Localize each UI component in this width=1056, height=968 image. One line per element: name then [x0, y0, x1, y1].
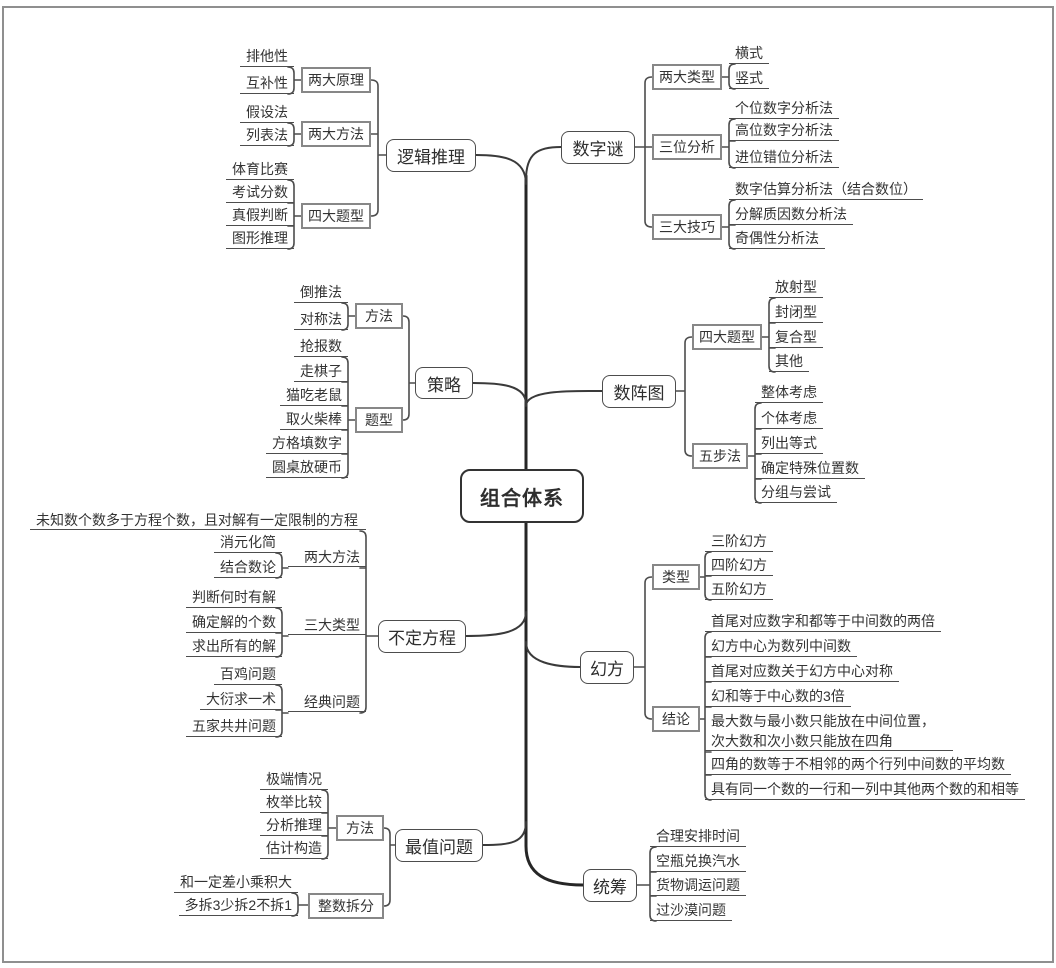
leaf-item[interactable]: 幻方中心为数列中间数: [705, 636, 857, 657]
leaf-item[interactable]: 封闭型: [769, 302, 823, 323]
main-topic-indeterminate-equations[interactable]: 不定方程: [378, 620, 466, 653]
leaf-item[interactable]: 最大数与最小数只能放在中间位置，次大数和次小数只能放在四角: [705, 711, 953, 751]
subtopic-underline[interactable]: 经典问题: [288, 692, 366, 712]
leaf-item[interactable]: 多拆3少拆2不拆1: [178, 895, 298, 916]
leaf-item[interactable]: 走棋子: [294, 361, 348, 382]
leaf-item[interactable]: 个位数字分析法: [729, 98, 839, 119]
leaf-item[interactable]: 判断何时有解: [186, 587, 282, 608]
subtopic-underline[interactable]: 两大方法: [288, 547, 366, 567]
leaf-item[interactable]: 五阶幻方: [705, 579, 773, 600]
leaf-item[interactable]: 四阶幻方: [705, 555, 773, 576]
leaf-item[interactable]: 列表法: [240, 125, 294, 146]
leaf-item[interactable]: 五家共井问题: [186, 716, 282, 737]
leaf-item[interactable]: 假设法: [240, 102, 294, 123]
leaf-item[interactable]: 考试分数: [226, 182, 294, 203]
leaf-item[interactable]: 分解质因数分析法: [729, 204, 853, 225]
central-topic[interactable]: 组合体系: [460, 469, 584, 523]
subtopic-box[interactable]: 整数拆分: [308, 893, 384, 919]
subtopic-underline[interactable]: 三大类型: [288, 615, 366, 635]
leaf-item[interactable]: 消元化简: [214, 532, 282, 553]
leaf-item[interactable]: 真假判断: [226, 205, 294, 226]
leaf-item[interactable]: 大衍求一术: [200, 689, 282, 710]
leaf-item[interactable]: 猫吃老鼠: [280, 385, 348, 406]
leaf-item[interactable]: 高位数字分析法: [729, 120, 839, 141]
leaf-item[interactable]: 圆桌放硬币: [266, 457, 348, 478]
leaf-item[interactable]: 百鸡问题: [214, 664, 282, 685]
leaf-item[interactable]: 横式: [729, 43, 769, 64]
leaf-item[interactable]: 整体考虑: [755, 382, 823, 403]
leaf-item[interactable]: 具有同一个数的一行和一列中其他两个数的和相等: [705, 779, 1025, 800]
leaf-item[interactable]: 空瓶兑换汽水: [650, 851, 746, 872]
leaf-item[interactable]: 倒推法: [294, 282, 348, 303]
subtopic-box[interactable]: 类型: [652, 564, 700, 590]
leaf-item[interactable]: 取火柴棒: [280, 409, 348, 430]
leaf-item[interactable]: 分组与尝试: [755, 482, 837, 503]
subtopic-box[interactable]: 四大题型: [692, 324, 762, 350]
leaf-item[interactable]: 互补性: [240, 73, 294, 94]
subtopic-box[interactable]: 四大题型: [301, 203, 371, 229]
leaf-item[interactable]: 抢报数: [294, 336, 348, 357]
main-topic-number-grid[interactable]: 数阵图: [602, 375, 676, 408]
leaf-item[interactable]: 合理安排时间: [650, 826, 746, 847]
trunk-line: [524, 174, 585, 887]
leaf-item[interactable]: 枚举比较: [260, 792, 328, 813]
main-topic-overall-planning[interactable]: 统筹: [583, 869, 637, 902]
main-topic-logic-reasoning[interactable]: 逻辑推理: [386, 139, 476, 172]
leaf-item[interactable]: 确定特殊位置数: [755, 458, 865, 479]
subtopic-box[interactable]: 两大类型: [652, 64, 722, 90]
leaf-item[interactable]: 求出所有的解: [186, 636, 282, 657]
leaf-item[interactable]: 竖式: [729, 68, 769, 89]
leaf-item[interactable]: 列出等式: [755, 433, 823, 454]
main-topic-max-min-problems[interactable]: 最值问题: [395, 829, 483, 862]
leaf-item[interactable]: 对称法: [294, 309, 348, 330]
leaf-item[interactable]: 未知数个数多于方程个数，且对解有一定限制的方程: [30, 510, 366, 530]
leaf-item[interactable]: 过沙漠问题: [650, 900, 732, 921]
leaf-item[interactable]: 结合数论: [214, 557, 282, 578]
leaf-item[interactable]: 首尾对应数字和都等于中间数的两倍: [705, 611, 941, 632]
leaf-item[interactable]: 货物调运问题: [650, 875, 746, 896]
leaf-item[interactable]: 复合型: [769, 327, 823, 348]
subtopic-box[interactable]: 三大技巧: [652, 214, 722, 240]
leaf-item[interactable]: 进位错位分析法: [729, 147, 839, 168]
leaf-item[interactable]: 首尾对应数关于幻方中心对称: [705, 661, 899, 682]
subtopic-box[interactable]: 结论: [652, 706, 700, 732]
leaf-item[interactable]: 体育比赛: [226, 159, 294, 180]
main-topic-number-puzzles[interactable]: 数字谜: [561, 131, 635, 164]
leaf-item[interactable]: 确定解的个数: [186, 612, 282, 633]
leaf-item[interactable]: 奇偶性分析法: [729, 228, 825, 249]
leaf-item[interactable]: 排他性: [240, 46, 294, 67]
subtopic-box[interactable]: 方法: [336, 815, 384, 841]
leaf-item[interactable]: 幻和等于中心数的3倍: [705, 686, 851, 707]
subtopic-box[interactable]: 五步法: [692, 443, 748, 469]
leaf-item[interactable]: 四角的数等于不相邻的两个行列中间数的平均数: [705, 754, 1011, 775]
leaf-item[interactable]: 方格填数字: [266, 433, 348, 454]
subtopic-box[interactable]: 两大方法: [301, 121, 371, 147]
subtopic-box[interactable]: 方法: [355, 303, 403, 329]
subtopic-box[interactable]: 两大原理: [301, 67, 371, 93]
leaf-item[interactable]: 极端情况: [260, 769, 328, 790]
leaf-item[interactable]: 个体考虑: [755, 408, 823, 429]
leaf-item[interactable]: 分析推理: [260, 815, 328, 836]
leaf-item[interactable]: 数字估算分析法（结合数位）: [729, 179, 923, 200]
subtopic-box[interactable]: 题型: [355, 407, 403, 433]
subtopic-box[interactable]: 三位分析: [652, 134, 722, 160]
main-topic-strategy[interactable]: 策略: [415, 367, 473, 399]
leaf-item[interactable]: 三阶幻方: [705, 531, 773, 552]
leaf-item[interactable]: 和一定差小乘积大: [174, 872, 298, 893]
leaf-item[interactable]: 估计构造: [260, 838, 328, 859]
main-topic-magic-square[interactable]: 幻方: [580, 651, 634, 684]
leaf-item[interactable]: 图形推理: [226, 228, 294, 249]
leaf-item[interactable]: 放射型: [769, 277, 823, 298]
leaf-item[interactable]: 其他: [769, 351, 809, 372]
